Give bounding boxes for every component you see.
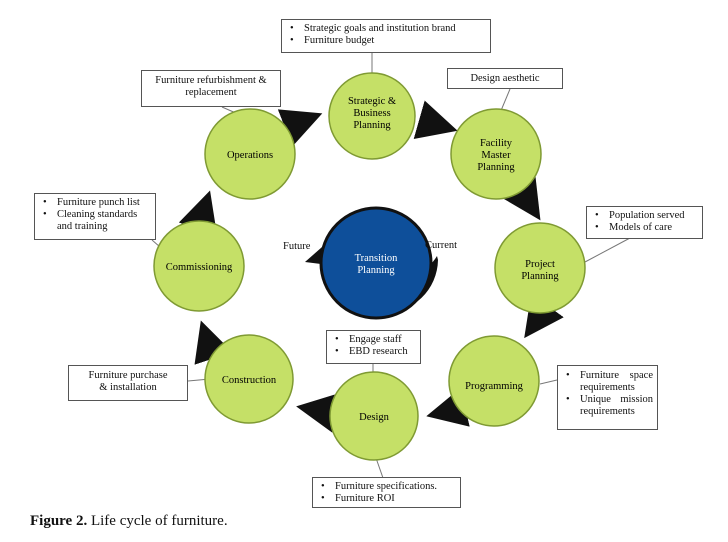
arrow-strategic-facility xyxy=(413,100,458,139)
node-label: Planning xyxy=(353,120,391,131)
node-operations: Operations xyxy=(204,108,296,200)
node-label: Project xyxy=(525,259,555,270)
note-commissioning: Furniture punch list Cleaning standards … xyxy=(34,193,156,240)
node-project: Project Planning xyxy=(494,222,586,314)
node-label: Operations xyxy=(227,150,273,161)
arrow-project-programming xyxy=(524,293,564,339)
future-label: Future xyxy=(283,241,311,252)
arrow-commissioning-operations xyxy=(178,190,217,235)
note-item: Population served xyxy=(595,210,698,222)
node-label: Construction xyxy=(222,375,277,386)
note-design-top: Engage staff EBD research xyxy=(326,330,421,364)
note-item: Unique mission requirements xyxy=(566,394,653,418)
arrow-operations-strategic xyxy=(277,109,323,147)
node-label: Business xyxy=(353,108,390,119)
arrow-design-construction xyxy=(296,393,339,433)
note-text: Design aesthetic xyxy=(470,73,540,84)
node-strategic: Strategic & Business Planning xyxy=(328,72,416,160)
node-programming: Programming xyxy=(448,335,540,427)
node-label: Facility xyxy=(480,138,513,149)
caption-label: Figure 2. xyxy=(30,513,88,529)
note-strategic: Strategic goals and institution brand Fu… xyxy=(281,19,491,53)
node-label: Commissioning xyxy=(166,262,233,273)
note-project: Population served Models of care xyxy=(586,206,703,239)
note-item: Models of care xyxy=(595,222,698,234)
arrow-construction-commissioning xyxy=(194,320,233,365)
current-label: Current xyxy=(425,240,457,251)
note-text: replacement xyxy=(185,87,237,98)
note-item: Strategic goals and institution brand xyxy=(290,23,486,35)
node-label: Planning xyxy=(477,162,515,173)
arrow-programming-design xyxy=(426,387,470,427)
note-item: Furniture ROI xyxy=(321,493,456,505)
note-item: Furniture budget xyxy=(290,35,486,47)
flow-arrows xyxy=(178,100,564,433)
note-item: Furniture punch list xyxy=(43,197,151,209)
note-item: Engage staff xyxy=(335,334,416,346)
note-operations: Furniture refurbishment & replacement xyxy=(141,70,281,107)
note-text: Furniture purchase xyxy=(88,370,168,381)
transition-label-1: Transition xyxy=(355,253,399,264)
note-item: Furniture specifications. xyxy=(321,481,456,493)
arrow-facility-project xyxy=(501,175,541,221)
note-item: Furniture space requirements xyxy=(566,370,653,394)
transition-label-2: Planning xyxy=(357,265,395,276)
node-construction: Construction xyxy=(204,334,294,424)
node-design: Design xyxy=(329,371,419,461)
note-text: Furniture refurbishment & xyxy=(155,75,267,86)
node-facility: Facility Master Planning xyxy=(450,108,542,200)
node-label: Planning xyxy=(521,271,559,282)
note-programming: Furniture space requirements Unique miss… xyxy=(557,365,658,430)
node-commissioning: Commissioning xyxy=(153,220,245,312)
caption-text: Life cycle of furniture. xyxy=(87,513,228,529)
transition-circle xyxy=(319,206,433,320)
node-label: Master xyxy=(481,150,511,161)
note-item: Cleaning standards and training xyxy=(43,209,151,233)
transition-center: Transition Planning Future Current xyxy=(283,206,457,320)
note-construction: Furniture purchase & installation xyxy=(68,365,188,401)
figure-caption: Figure 2. Life cycle of furniture. xyxy=(30,513,228,530)
note-design-bottom: Furniture specifications. Furniture ROI xyxy=(312,477,461,508)
node-label: Strategic & xyxy=(348,96,396,107)
node-label: Design xyxy=(359,412,389,423)
note-facility: Design aesthetic xyxy=(447,68,563,89)
note-text: & installation xyxy=(99,382,157,393)
note-item: EBD research xyxy=(335,346,416,358)
node-label: Programming xyxy=(465,381,523,392)
